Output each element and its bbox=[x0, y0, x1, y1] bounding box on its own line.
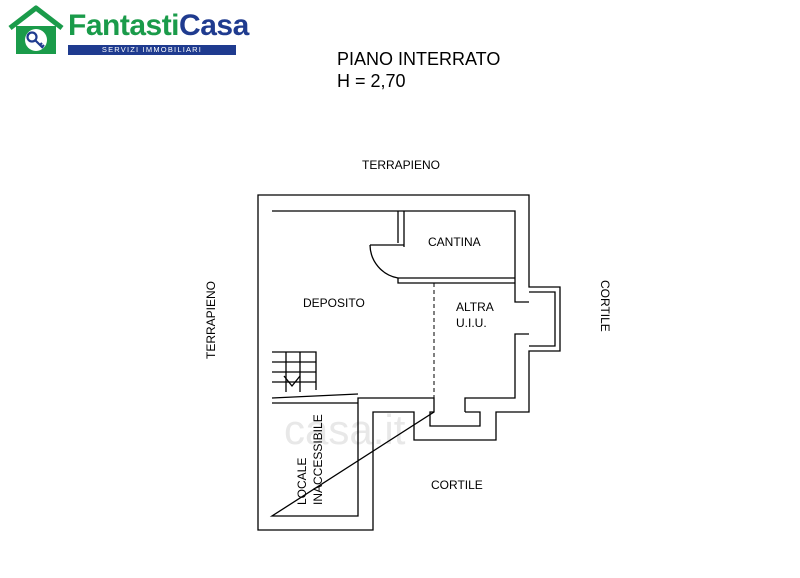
inner-wall bbox=[269, 210, 529, 517]
brand-tagline: SERVIZI IMMOBILIARI bbox=[68, 45, 236, 55]
label-left-terrapieno: TERRAPIENO bbox=[204, 281, 218, 359]
bottom-projection bbox=[429, 411, 481, 427]
brand-name: FantastiCasa bbox=[68, 10, 249, 42]
plan-header: PIANO INTERRATO H = 2,70 bbox=[337, 48, 500, 92]
stair-arrow bbox=[283, 375, 301, 388]
label-top-terrapieno: TERRAPIENO bbox=[362, 158, 440, 172]
house-key-icon bbox=[8, 5, 64, 54]
label-bottom-cortile: CORTILE bbox=[431, 478, 483, 492]
floor-title: PIANO INTERRATO bbox=[337, 49, 501, 69]
room-locale-line1: LOCALE bbox=[295, 458, 309, 505]
outer-wall bbox=[257, 194, 561, 531]
door-swing bbox=[369, 244, 404, 279]
watermark-text: casa.it bbox=[284, 406, 406, 453]
label-right-cortile: CORTILE bbox=[598, 280, 612, 332]
right-projection bbox=[529, 291, 556, 347]
cantina-wall-join bbox=[397, 278, 404, 284]
locale-wall-top bbox=[271, 393, 359, 399]
room-cantina: CANTINA bbox=[428, 235, 481, 249]
room-altra-line2: U.I.U. bbox=[456, 316, 487, 330]
brand-name-part2: Casa bbox=[179, 9, 249, 42]
room-deposito: DEPOSITO bbox=[303, 296, 365, 310]
stairs bbox=[272, 351, 317, 392]
ceiling-height: H = 2,70 bbox=[337, 71, 406, 91]
room-altra-line1: ALTRA bbox=[456, 300, 494, 314]
brand-logo: FantastiCasa SERVIZI IMMOBILIARI bbox=[6, 4, 249, 56]
brand-name-part1: Fantasti bbox=[68, 9, 180, 42]
room-locale-line2: INACCESSIBILE bbox=[311, 414, 325, 505]
